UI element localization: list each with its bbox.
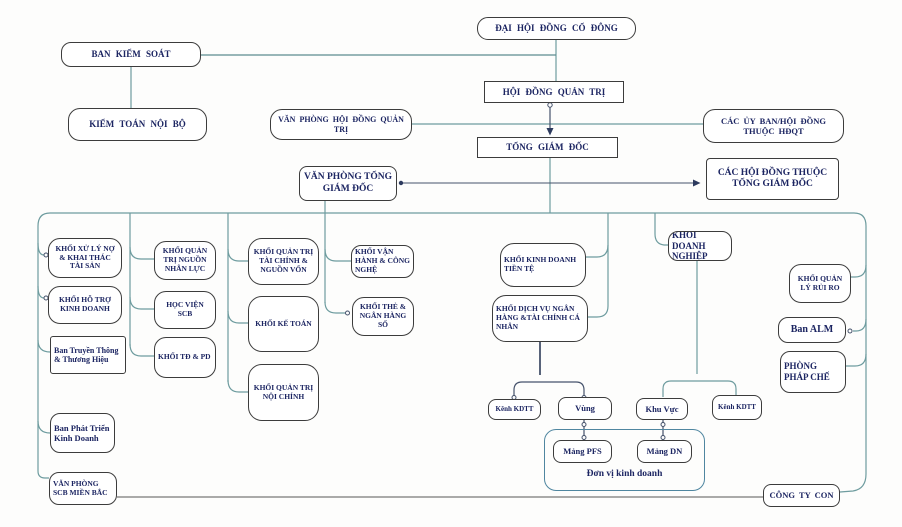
edge-dich-vu-bracket [513,381,585,398]
node-khoi-dich-vu-ngan-hang: KHỐI DỊCH VỤ NGÂN HÀNG &TÀI CHÍNH CÁ NHÂ… [492,295,588,342]
node-kiem-toan-noi-bo: KIỂM TOÁN NỘI BỘ [68,108,207,141]
node-khoi-quan-tri-noi-chinh: KHỐI QUẢN TRỊ NỘI CHÍNH [248,364,319,421]
node-khoi-td-pd: KHỐI TĐ & PD [154,337,216,378]
terminal-vung-bottom [581,422,587,427]
edge-branch-ban-truyen-thong [37,339,51,353]
node-van-phong-tong-giam-doc: VĂN PHÒNG TỔNG GIÁM ĐỐC [299,166,397,201]
node-khoi-ke-toan: KHỐI KẾ TOÁN [248,296,319,352]
node-khoi-quan-ly-rui-ro: KHỐI QUẢN LÝ RỦI RO [789,264,851,303]
edge-branch-khoi-ke-toan [227,310,248,324]
edge-branch-khoi-the [324,301,345,314]
edge-branch-phap-che [846,353,867,367]
label-don-vi-kinh-doanh: Đơn vị kinh doanh [586,468,663,479]
node-dai-hoi-dong-co-dong: ĐẠI HỘI ĐỒNG CỔ ĐÔNG [477,17,636,40]
node-khoi-van-hanh-cong-nghe: KHỐI VẬN HÀNH & CÔNG NGHỆ [351,245,414,278]
node-ban-truyen-thong: Ban Truyền Thông & Thương Hiệu [50,336,126,374]
node-kenh-kdtt-left: Kênh KDTT [488,399,541,420]
terminal-khuvuc-bottom [660,422,666,427]
edge-branch-ban-alm [853,318,867,332]
edge-branch-khoi-qt-nnl [129,246,154,260]
terminal-hdqt-bottom [547,102,553,108]
edge-main-trunk [37,212,867,227]
edge-branch-khoi-qt-tc [227,248,248,262]
arrow-into-cachoidong [693,179,701,187]
node-cac-hoi-dong-thuoc-tong-giam-doc: CÁC HỘI ĐỒNG THUỘC TỔNG GIÁM ĐỐC [706,158,839,200]
node-tong-giam-doc: TỔNG GIÁM ĐỐC [477,137,618,158]
node-khoi-kinh-doanh-tien-te: KHỐI KINH DOANH TIỀN TỆ [500,243,586,287]
edge-branch-khoi-ho-tro [37,285,45,299]
edge-branch-ban-phat-trien [37,420,51,434]
edge-branch-khoi-dich-vu [588,305,609,318]
arrow-into-tgd [546,128,554,136]
node-khoi-xu-ly-no: KHỐI XỬ LÝ NỢ & KHAI THÁC TÀI SẢN [48,238,122,278]
node-khoi-the-ngan-hang-so: KHỐI THẺ & NGÂN HÀNG SỐ [352,297,414,336]
node-kenh-kdtt-right: Kênh KDTT [712,395,762,420]
connector-arrowheads [398,128,701,187]
edge-right-spine [839,226,867,493]
edge-branch-khoi-td-pd [129,343,154,357]
edge-branch-khoi-dn [654,213,668,246]
node-cong-ty-con: CÔNG TY CON [763,484,840,507]
edge-branch-khoi-van-hanh [324,248,351,262]
terminal-mang-dn-top [660,435,666,440]
terminal-ban-alm [847,328,853,334]
business-unit-container [544,429,705,491]
node-khoi-quan-tri-nguon-nhan-luc: KHỐI QUẢN TRỊ NGUỒN NHÂN LỰC [154,241,216,280]
node-ban-alm: Ban ALM [778,317,846,343]
edge-branch-khoi-ql-rr [851,264,867,278]
edge-branch-khoi-qt-nc [227,379,248,393]
node-khoi-ho-tro-kinh-doanh: KHỐI HỖ TRỢ KINH DOANH [48,286,122,324]
node-vung: Vùng [558,397,612,420]
edge-branch-khoi-kd-tt [586,244,609,258]
terminal-mang-pfs-top [581,435,587,440]
node-van-phong-hdqt: VĂN PHÒNG HỘI ĐỒNG QUẢN TRỊ [270,109,412,140]
node-hoi-dong-quan-tri: HỘI ĐỒNG QUẢN TRỊ [484,81,624,103]
node-ban-phat-trien-kinh-doanh: Ban Phát Triển Kinh Doanh [50,413,115,453]
node-khoi-doanh-nghiep: KHỐI DOANH NGHIỆP [668,231,732,261]
node-van-phong-scb-mien-bac: VĂN PHÒNG SCB MIỀN BẮC [49,472,117,505]
node-hoc-vien-scb: HỌC VIỆN SCB [154,291,216,329]
node-mang-dn: Mảng DN [637,440,692,463]
edge-branch-hoc-vien [129,296,154,310]
node-phong-phap-che: PHÒNG PHÁP CHẾ [780,351,846,393]
node-ban-kiem-soat: BAN KIỂM SOÁT [61,42,201,67]
connectors [37,40,867,498]
node-mang-pfs: Mảng PFS [553,440,612,463]
edge-dn-bracket [662,380,737,397]
terminal-khoi-the [345,310,350,316]
dot-vptgd-line-start [398,180,404,186]
edge-branch-khoi-xu-ly [37,242,45,256]
node-khoi-quan-tri-tai-chinh: KHỐI QUẢN TRỊ TÀI CHÍNH & NGUỒN VỐN [248,238,319,285]
node-cac-uy-ban-hoi-dong-thuoc-hdqt: CÁC ỦY BAN/HỘI ĐỒNG THUỘC HĐQT [703,109,844,143]
edge-left-spine [37,226,49,479]
node-khu-vuc: Khu Vực [636,398,688,420]
